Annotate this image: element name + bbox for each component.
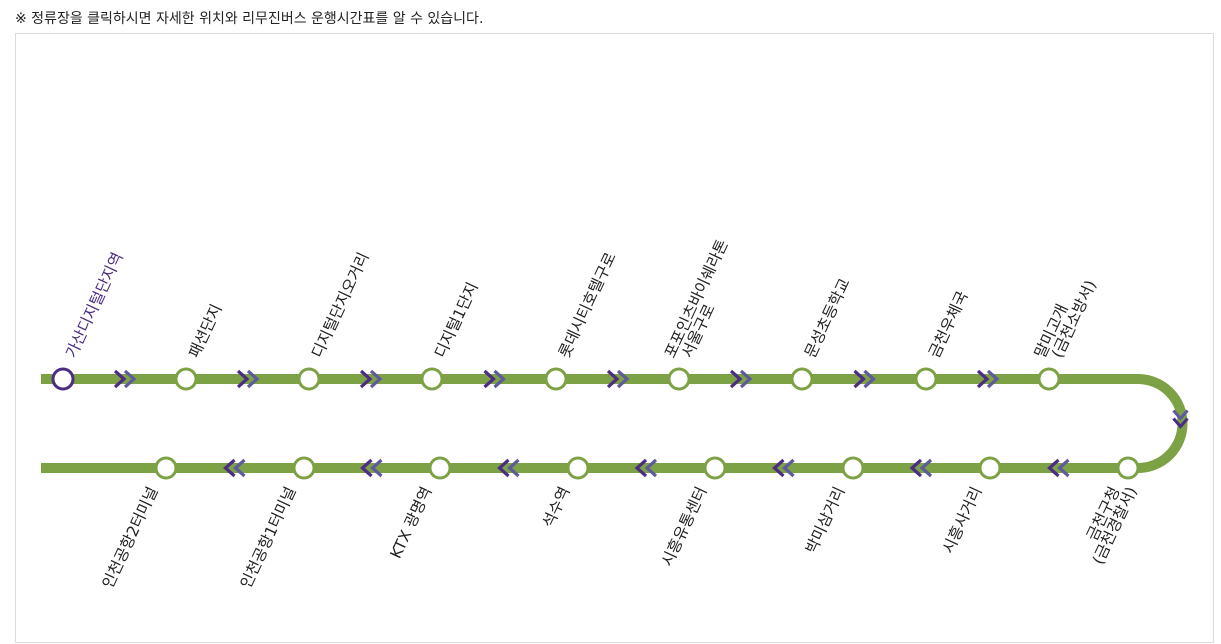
arrow-down-icon	[1172, 417, 1189, 429]
stop-top-0[interactable]: 가산디지털단지역	[51, 250, 127, 391]
stop-top-4[interactable]: 롯데시티호텔구로	[544, 250, 620, 391]
arrow-left-icon	[233, 458, 246, 478]
stop-marker[interactable]	[154, 456, 178, 480]
stop-label[interactable]: 석수역	[539, 484, 573, 530]
stop-marker[interactable]	[1116, 456, 1140, 480]
arrow-left-icon	[1047, 458, 1060, 478]
stop-top-2[interactable]: 디지털단지오거리	[297, 250, 373, 391]
stop-marker[interactable]	[790, 367, 814, 391]
stop-top-3[interactable]: 디지털1단지	[420, 280, 482, 391]
stop-bottom-3[interactable]: 시흥유통센터	[658, 456, 727, 569]
route-line-path	[41, 374, 1188, 473]
arrow-right-icon	[483, 369, 496, 389]
stop-bottom-6[interactable]: 인천공항1터미널	[237, 456, 316, 591]
stop-label[interactable]: 문성초등학교	[801, 276, 853, 361]
stop-top-8[interactable]: 말미고개(금천소방서)	[1031, 277, 1100, 391]
arrow-left-icon	[644, 458, 658, 478]
arrow-left-icon	[909, 458, 923, 478]
stop-label[interactable]: 인천공항2터미널	[99, 484, 162, 591]
stop-marker[interactable]	[667, 367, 691, 391]
arrow-right-icon	[493, 369, 506, 389]
arrow-left-icon	[782, 458, 795, 478]
stop-marker[interactable]	[420, 367, 444, 391]
arrow-left-icon	[919, 458, 933, 478]
arrow-right-icon	[616, 369, 630, 389]
stop-bottom-5[interactable]: KTX 광명역	[387, 456, 452, 561]
arrow-right-icon	[739, 369, 753, 389]
stop-marker[interactable]	[544, 367, 568, 391]
arrow-right-icon	[236, 369, 250, 389]
arrow-left-icon	[772, 458, 785, 478]
arrow-left-icon	[1057, 458, 1070, 478]
stop-bottom-7[interactable]: 인천공항2터미널	[99, 456, 178, 591]
stop-marker[interactable]	[297, 367, 321, 391]
arrow-right-icon	[369, 369, 383, 389]
stop-bottom-0[interactable]: 금천구청(금천경찰서)	[1083, 456, 1141, 567]
stop-label[interactable]: 박미삼거리	[802, 484, 848, 556]
arrow-left-icon	[370, 458, 383, 478]
stop-label[interactable]: 가산디지털단지역	[62, 250, 127, 361]
arrow-right-icon	[123, 369, 137, 389]
arrow-right-icon	[853, 369, 866, 389]
stop-marker[interactable]	[703, 456, 727, 480]
route-map: 가산디지털단지역 패션단지 디지털단지오거리 디지털1단지 롯데시티호텔구로 포포인츠바이…	[41, 237, 1189, 591]
stop-label[interactable]: KTX 광명역	[387, 484, 436, 561]
arrow-right-icon	[113, 369, 127, 389]
arrow-left-icon	[360, 458, 373, 478]
stop-marker[interactable]	[1037, 367, 1061, 391]
arrow-left-icon	[223, 458, 236, 478]
stop-marker[interactable]	[292, 456, 316, 480]
stop-marker[interactable]	[428, 456, 452, 480]
stop-marker[interactable]	[978, 456, 1002, 480]
stop-label[interactable]: 디지털1단지	[431, 280, 482, 361]
arrow-right-icon	[729, 369, 743, 389]
direction-arrows	[113, 369, 1189, 478]
arrow-left-icon	[634, 458, 648, 478]
arrow-right-icon	[863, 369, 876, 389]
arrow-right-icon	[986, 369, 1000, 389]
stops: 가산디지털단지역 패션단지 디지털단지오거리 디지털1단지 롯데시티호텔구로 포포인츠바이…	[51, 237, 1141, 591]
stop-label[interactable]: 시흥유통센터	[658, 484, 710, 569]
arrow-right-icon	[359, 369, 373, 389]
current-stop-marker[interactable]	[51, 367, 75, 391]
arrow-right-icon	[976, 369, 990, 389]
stop-marker[interactable]	[841, 456, 865, 480]
arrow-right-icon	[246, 369, 260, 389]
route-line	[41, 374, 1188, 473]
stop-label[interactable]: 인천공항1터미널	[237, 484, 300, 591]
stop-label[interactable]: 디지털단지오거리	[308, 250, 373, 361]
arrow-right-icon	[606, 369, 620, 389]
route-notice: ※ 정류장을 클릭하시면 자세한 위치와 리무진버스 운행시간표를 알 수 있습…	[15, 11, 484, 27]
arrow-down-icon	[1172, 409, 1189, 421]
stop-label[interactable]: 시흥사거리	[939, 484, 985, 556]
stop-label[interactable]: 금천우체국	[925, 288, 971, 360]
stop-label[interactable]: 패션단지	[185, 301, 225, 360]
stop-top-6[interactable]: 문성초등학교	[790, 276, 854, 391]
stop-marker[interactable]	[174, 367, 198, 391]
arrow-left-icon	[497, 458, 510, 478]
stop-label[interactable]: 롯데시티호텔구로	[555, 250, 620, 361]
route-map-panel: 가산디지털단지역 패션단지 디지털단지오거리 디지털1단지 롯데시티호텔구로 포포인츠바이…	[15, 33, 1214, 643]
stop-marker[interactable]	[566, 456, 590, 480]
stop-marker[interactable]	[914, 367, 938, 391]
stop-top-7[interactable]: 금천우체국	[914, 288, 972, 391]
arrow-left-icon	[507, 458, 520, 478]
